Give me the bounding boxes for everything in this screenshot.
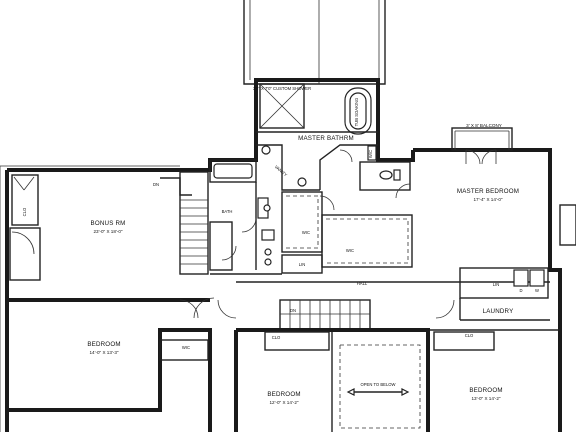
room-name-laundry: LAUNDRY	[483, 308, 514, 315]
room-name-bedroom-left: BEDROOM	[87, 341, 120, 348]
label-w: W	[535, 288, 539, 293]
label-dn-bonus: DN	[153, 182, 159, 187]
room-size-master-bed: 17'-4" X 14'-0"	[473, 197, 502, 202]
label-hall: HALL	[357, 281, 368, 286]
room-name-bonus: BONUS RM	[91, 220, 126, 227]
label-vanity: VANITY	[274, 164, 289, 177]
room-size-bedroom-left: 14'-0" X 13'-3"	[89, 350, 118, 355]
room-name-bedroom-right: BEDROOM	[469, 387, 502, 394]
room-size-bedroom-mid: 12'-0" X 14'-2"	[269, 400, 298, 405]
room-name-master-bath: MASTER BATHRM	[298, 135, 354, 142]
exterior-walls	[0, 78, 562, 432]
label-wic-hall: WIC	[346, 248, 354, 253]
label-dn-hall: DN	[290, 308, 296, 313]
laundry	[459, 267, 550, 321]
stair-bonus	[160, 171, 209, 275]
label-balcony: 3' X 8' BALCONY	[466, 123, 502, 128]
center-core	[209, 159, 550, 283]
room-size-bonus: 23'-0" X 18'-0"	[93, 229, 122, 234]
label-lin: LIN	[299, 262, 306, 267]
label-open-to-below: OPEN TO BELOW	[361, 382, 396, 387]
room-name-bedroom-mid: BEDROOM	[267, 391, 300, 398]
master-bath	[256, 83, 411, 191]
label-clo-right: CLO	[465, 333, 474, 338]
bonus-room-details	[9, 171, 209, 281]
lower-bedrooms	[159, 328, 560, 432]
label-wic-bedroom: WIC	[182, 345, 190, 350]
balcony	[451, 127, 513, 165]
doors	[179, 149, 455, 319]
label-clo-bonus: CLO	[22, 207, 27, 216]
label-wic-main: WIC	[302, 230, 310, 235]
right-projection	[559, 204, 576, 246]
label-custom-shower: 3'6" X 7'0" CUSTOM SHOWER	[253, 86, 311, 91]
label-bath: BATH	[222, 209, 233, 214]
label-tub: TUB SOAKING	[354, 98, 359, 127]
label-wc-master: W/C	[368, 150, 373, 158]
stair-hall	[279, 299, 371, 331]
room-size-bedroom-right: 13'-0" X 14'-2"	[471, 396, 500, 401]
room-name-master-bed: MASTER BEDROOM	[457, 188, 519, 195]
label-clo-mid: CLO	[272, 335, 281, 340]
roof-outline	[243, 0, 386, 85]
label-lin-small: LIN	[493, 282, 500, 287]
label-d: D	[519, 288, 522, 293]
